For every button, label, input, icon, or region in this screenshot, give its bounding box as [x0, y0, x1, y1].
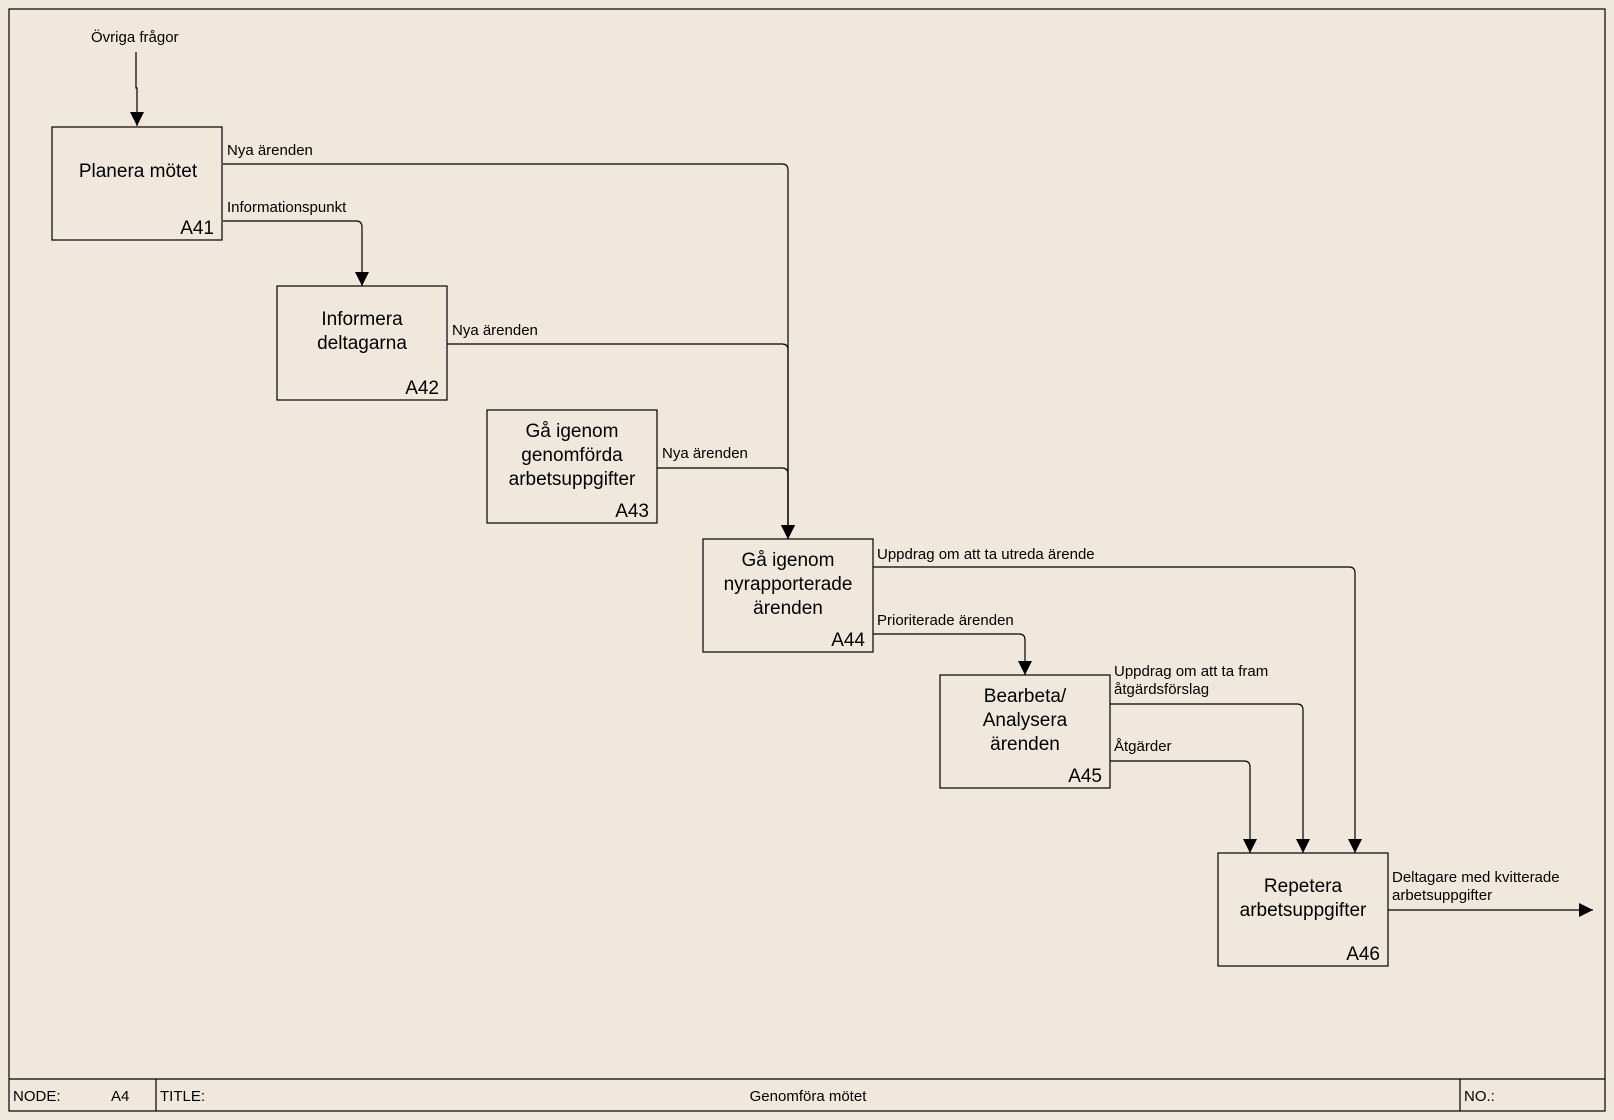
arrow-label-prioriterade: Prioriterade ärenden	[877, 612, 1014, 629]
arrow-a45-a46-atgarder	[1110, 760, 1257, 853]
footer-title-value: Genomföra mötet	[750, 1088, 868, 1105]
arrow-a42-a44-nya-arenden	[447, 343, 795, 539]
activity-title-a41: Planera mötet	[79, 161, 198, 182]
arrow-label-atgarder: Åtgärder	[1114, 738, 1172, 755]
footer-node-value: A4	[111, 1088, 129, 1105]
activity-box-a41: Planera mötet A41	[51, 126, 223, 241]
footer-no-label: NO.:	[1464, 1088, 1495, 1105]
arrow-label-informationspunkt: Informationspunkt	[227, 199, 347, 216]
activity-id-a46: A46	[1346, 944, 1380, 965]
arrow-a44-a46-uppdrag-utreda	[873, 566, 1362, 853]
external-input-label: Övriga frågor	[91, 28, 179, 46]
arrow-label-uppdrag-utreda: Uppdrag om att ta utreda ärende	[877, 546, 1095, 563]
arrow-a44-a45-prioriterade	[873, 633, 1032, 675]
footer-title-label: TITLE:	[160, 1088, 205, 1105]
arrow-label-nya-arenden-3: Nya ärenden	[662, 445, 748, 462]
external-input-arrow	[130, 52, 144, 126]
activity-id-a43: A43	[615, 501, 649, 522]
arrow-label-nya-arenden-1: Nya ärenden	[227, 142, 313, 159]
arrow-a43-a44-nya-arenden	[657, 467, 795, 539]
diagram-frame	[8, 8, 1606, 1112]
footer-bar: NODE: A4 TITLE: Genomföra mötet NO.:	[9, 1078, 1605, 1111]
arrow-a41-a44-nya-arenden	[223, 163, 795, 539]
activity-id-a41: A41	[180, 218, 214, 239]
activity-id-a45: A45	[1068, 766, 1102, 787]
arrow-label-nya-arenden-2: Nya ärenden	[452, 322, 538, 339]
activity-id-a42: A42	[405, 378, 439, 399]
activity-id-a44: A44	[831, 630, 865, 651]
arrow-a45-a46-uppdrag-fram	[1110, 703, 1310, 853]
footer-node-label: NODE:	[13, 1088, 61, 1105]
arrow-a41-a42-informationspunkt	[223, 220, 369, 286]
